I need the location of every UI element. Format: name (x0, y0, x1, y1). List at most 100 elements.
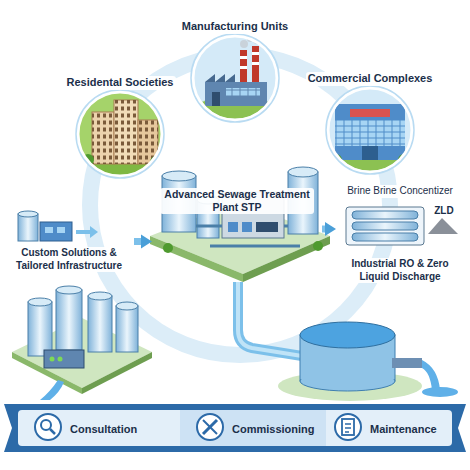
plant-tanks-picture (28, 298, 52, 306)
node-label: Commercial Complexes (306, 72, 435, 86)
segment-circle: Residental Societies (45, 72, 195, 180)
stp-plant (242, 222, 252, 232)
service-ribbon (18, 410, 452, 446)
text-holder: Industrial RO & Zero Liquid Discharge (336, 258, 464, 284)
stp-plant (313, 241, 323, 251)
node-label: Custom Solutions & Tailored Infrastructu… (4, 247, 134, 272)
brine-concentrator-picture (352, 222, 418, 230)
custom-solution-icon (90, 226, 98, 238)
commercial-picture (362, 146, 378, 160)
text-holder: Manufacturing Units (160, 16, 310, 34)
text-holder: Consultation (68, 419, 158, 437)
text-holder: Advanced Sewage Treatment Plant STP (160, 188, 314, 215)
factory-picture (240, 50, 247, 82)
commercial-picture (320, 104, 420, 180)
circle-outline (191, 34, 279, 122)
water-tank-picture (392, 358, 422, 368)
factory-picture (252, 62, 259, 65)
text-holder: ZLD (424, 200, 464, 218)
stp-plant (162, 171, 196, 181)
custom-solution-icon (76, 230, 90, 234)
factory-picture (226, 88, 260, 96)
text-holder: Commercial Complexes (295, 68, 445, 86)
consultation-icon (35, 414, 61, 440)
custom-solution-icon (18, 211, 38, 217)
stp-plant (163, 243, 173, 253)
factory-picture (252, 46, 259, 82)
commissioning-icon (203, 420, 217, 434)
node-label: Commissioning (230, 423, 317, 437)
custom-solution-icon (40, 222, 72, 241)
commercial-picture (335, 120, 405, 146)
node-label: Advanced Sewage Treatment Plant STP (160, 188, 314, 214)
water-tank-picture (422, 387, 458, 397)
custom-solution-icon (57, 227, 65, 233)
consultation-icon (50, 429, 55, 434)
node-label: Manufacturing Units (180, 20, 290, 34)
circle-outline (328, 88, 412, 172)
commissioning-icon (197, 414, 223, 440)
node-label: ZLD (432, 205, 455, 218)
plant-tanks-picture (50, 357, 55, 362)
service-step: Commissioning (192, 410, 322, 444)
service-ribbon (180, 410, 326, 446)
stp-plant (228, 222, 238, 232)
factory-picture (212, 92, 220, 106)
stp-plant (196, 226, 300, 246)
circle-outline (193, 36, 277, 120)
water-tank-picture (422, 360, 440, 390)
stp-plant (150, 167, 330, 282)
service-ribbon (4, 404, 466, 452)
stp-plant (288, 167, 318, 177)
stp-plant (256, 222, 278, 232)
water-pipe (238, 282, 302, 356)
stp-plant (150, 236, 243, 282)
service-ribbon (4, 404, 466, 452)
circle-outline (78, 92, 162, 176)
treatment-plant: Advanced Sewage Treatment Plant STP (152, 158, 322, 278)
commercial-picture (350, 109, 390, 117)
brine-concentrator-picture (346, 207, 424, 245)
plant-tanks-picture (28, 302, 52, 356)
node-label: Consultation (68, 423, 139, 437)
factory-picture (240, 40, 248, 48)
plant-tanks-picture (116, 306, 138, 352)
residential-picture (114, 100, 138, 164)
residential-picture (70, 92, 170, 186)
plant-tanks-picture (58, 357, 63, 362)
factory-picture (205, 82, 267, 106)
commercial-picture (320, 88, 420, 180)
segment-circle: Commercial Complexes (295, 68, 445, 176)
water-tank-picture (300, 322, 395, 348)
maintenance-icon (335, 414, 361, 440)
commissioning-icon (203, 420, 217, 434)
plant-tanks-picture (44, 350, 84, 368)
maintenance-icon (345, 424, 351, 432)
flow-arrow (134, 238, 141, 245)
plant-tanks-picture (88, 296, 112, 352)
water-pipe (238, 282, 302, 356)
factory-picture (240, 56, 247, 59)
node-label: Brine Brine Concentizer (345, 185, 455, 198)
residential-picture (78, 92, 162, 176)
text-holder: Maintenance (368, 419, 458, 437)
circle-outline (326, 86, 414, 174)
text-holder: Residental Societies (45, 72, 195, 90)
arrow-head (325, 222, 336, 236)
text-holder: Commissioning (230, 419, 320, 437)
flow-arrow (322, 226, 325, 233)
custom-solution: Custom Solutions & Tailored Infrastructu… (4, 205, 134, 280)
node-label: Maintenance (368, 423, 439, 437)
residential-picture (92, 112, 114, 164)
text-holder: Brine Brine Concentizer (336, 180, 464, 198)
factory-picture (252, 52, 259, 55)
zld-unit: Brine Brine ConcentizerZLD Industrial RO … (336, 180, 464, 290)
text-holder: Custom Solutions & Tailored Infrastructu… (4, 247, 134, 273)
maintenance-icon (342, 419, 354, 435)
consultation-icon (35, 414, 61, 440)
node-label: Residental Societies (65, 76, 176, 90)
service-step: Consultation (30, 410, 160, 444)
